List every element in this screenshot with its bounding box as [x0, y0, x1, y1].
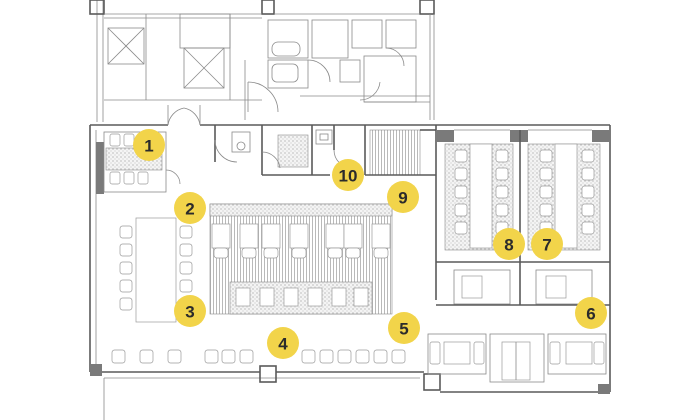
chair	[139, 349, 154, 364]
sofa-seat	[289, 223, 309, 249]
chair	[454, 221, 468, 235]
seat-cushion	[213, 247, 229, 259]
chair	[495, 203, 509, 217]
chair	[373, 349, 388, 364]
marker-4: 4	[267, 327, 299, 359]
chair	[539, 203, 553, 217]
bench-seat	[353, 287, 369, 307]
chair	[581, 149, 595, 163]
elevator-shaft	[107, 27, 145, 65]
chair	[539, 149, 553, 163]
chair	[239, 349, 254, 364]
chair	[319, 349, 334, 364]
chair	[495, 185, 509, 199]
svg-text:10: 10	[339, 167, 358, 186]
seat-cushion	[291, 247, 307, 259]
sofa-seat	[239, 223, 259, 249]
chair	[581, 185, 595, 199]
marker-3: 3	[174, 295, 206, 327]
bottom-booths	[427, 333, 607, 383]
sofa-seat	[343, 223, 363, 249]
seat-cushion	[327, 247, 343, 259]
svg-text:4: 4	[278, 335, 288, 354]
chair	[581, 221, 595, 235]
chair	[581, 167, 595, 181]
chair	[454, 203, 468, 217]
svg-text:1: 1	[144, 137, 153, 156]
chair	[119, 261, 133, 275]
marker-9: 9	[387, 181, 419, 213]
marker-1: 1	[133, 129, 165, 161]
svg-text:5: 5	[399, 320, 408, 339]
marker-6: 6	[575, 297, 607, 329]
window-seating	[111, 349, 406, 364]
chair	[337, 349, 352, 364]
sofa-seat	[371, 223, 391, 249]
chair	[495, 167, 509, 181]
bar-counter	[365, 125, 437, 300]
svg-text:3: 3	[185, 303, 194, 322]
bench-seat	[283, 287, 299, 307]
chair	[179, 261, 193, 275]
chair	[179, 279, 193, 293]
small-rooms	[436, 269, 610, 306]
chair	[581, 203, 595, 217]
chair	[179, 225, 193, 239]
chair	[355, 349, 370, 364]
chair	[454, 149, 468, 163]
chair	[167, 349, 182, 364]
bench-seat	[235, 287, 251, 307]
marker-5: 5	[388, 312, 420, 344]
bench-seat	[331, 287, 347, 307]
chair	[119, 225, 133, 239]
upper-core	[89, 0, 435, 122]
svg-text:8: 8	[504, 236, 513, 255]
bench-seat	[307, 287, 323, 307]
center-island	[209, 203, 393, 315]
chair	[454, 167, 468, 181]
chair	[204, 349, 219, 364]
staircase	[145, 13, 231, 100]
chair	[111, 349, 126, 364]
chair	[495, 149, 509, 163]
elevator-shaft	[183, 47, 225, 89]
chair	[119, 297, 133, 311]
marker-7: 7	[531, 228, 563, 260]
chair	[301, 349, 316, 364]
svg-text:6: 6	[586, 305, 595, 324]
marker-2: 2	[174, 192, 206, 224]
sofa-seat	[325, 223, 345, 249]
svg-text:2: 2	[185, 200, 194, 219]
service-rooms	[214, 125, 366, 176]
chair	[539, 185, 553, 199]
entrance-doors	[167, 105, 201, 126]
marker-10: 10	[332, 159, 364, 191]
chair	[391, 349, 406, 364]
svg-text:7: 7	[542, 236, 551, 255]
bench-seat	[259, 287, 275, 307]
chair	[221, 349, 236, 364]
seat-cushion	[241, 247, 257, 259]
seat-cushion	[373, 247, 389, 259]
seat-cushion	[345, 247, 361, 259]
chair	[454, 185, 468, 199]
chair	[539, 167, 553, 181]
seat-cushion	[263, 247, 279, 259]
sofa-seat	[211, 223, 231, 249]
chair	[119, 243, 133, 257]
chair	[119, 279, 133, 293]
sofa-seat	[261, 223, 281, 249]
chair	[179, 243, 193, 257]
svg-text:9: 9	[398, 189, 407, 208]
marker-8: 8	[493, 228, 525, 260]
